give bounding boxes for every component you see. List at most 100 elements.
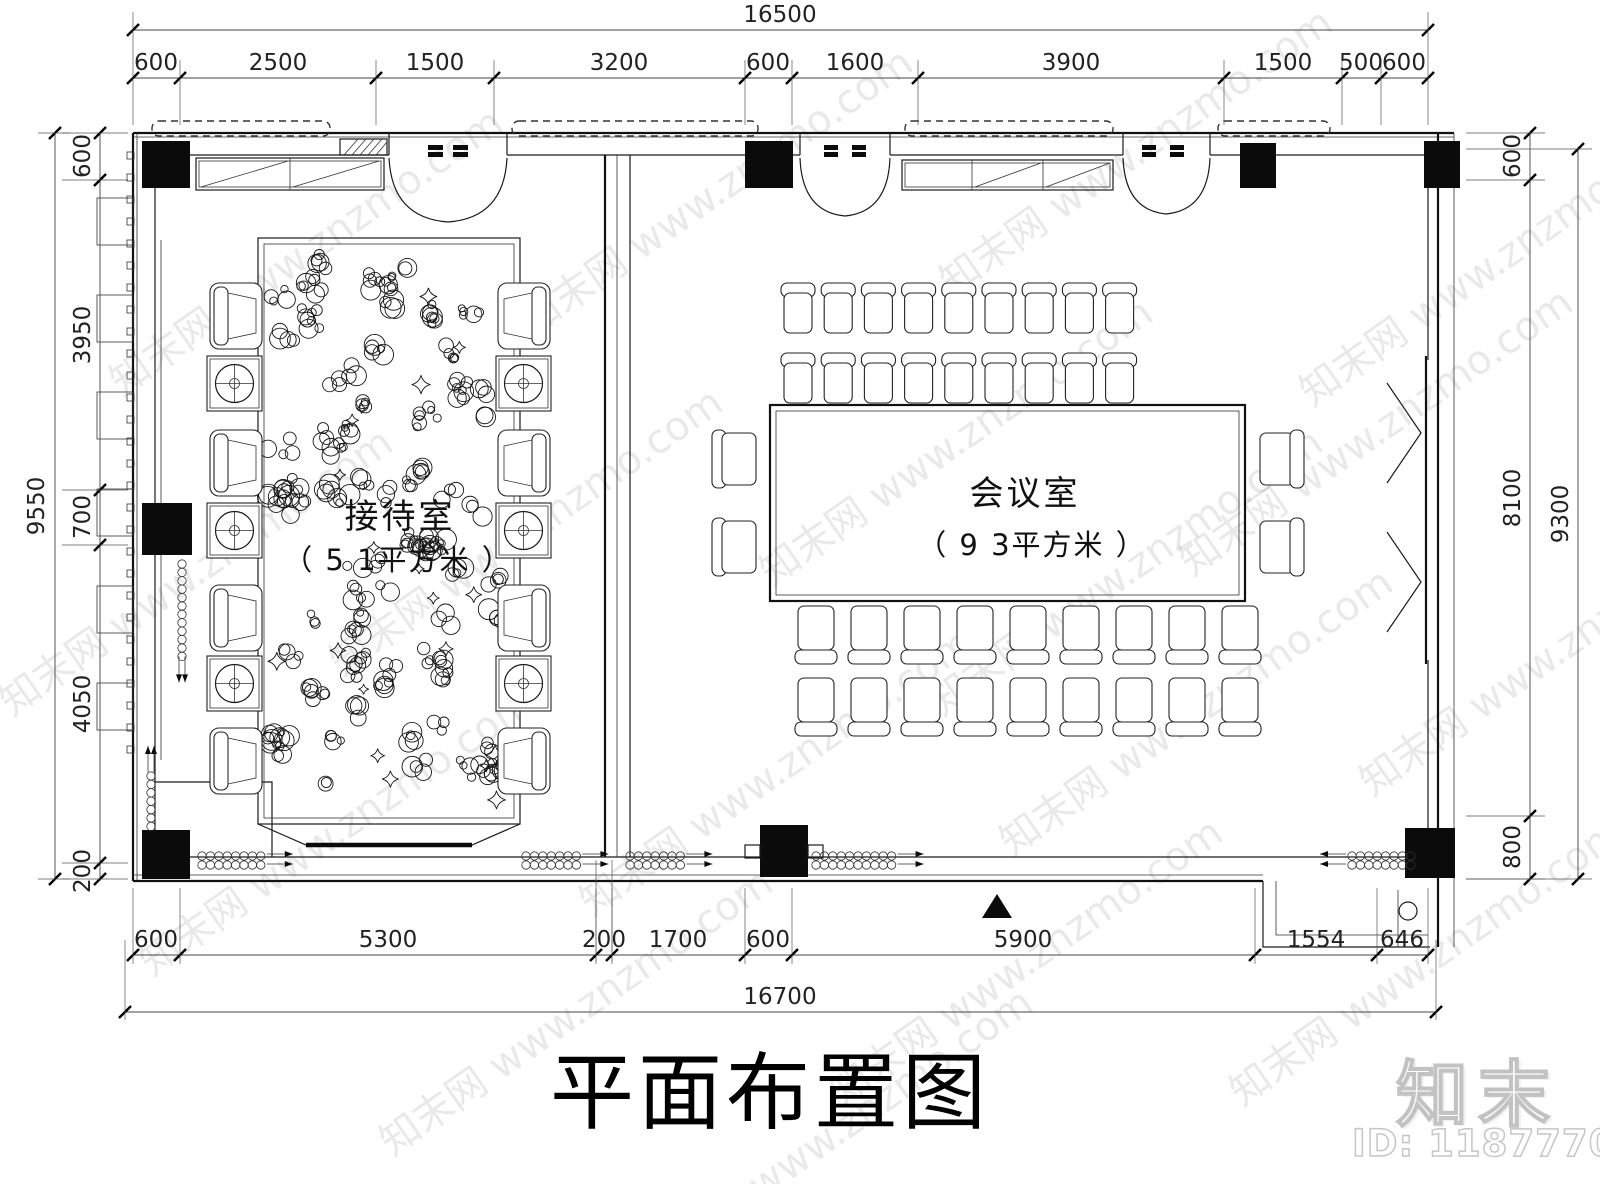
panel-dot bbox=[126, 459, 135, 468]
furniture-layer bbox=[206, 282, 1305, 795]
chair bbox=[1021, 282, 1057, 334]
radiator-coil bbox=[1320, 851, 1416, 870]
meeting-room-area: （ 9 3平方米 ） bbox=[917, 528, 1147, 562]
radiator-coil bbox=[145, 746, 157, 832]
dimension-label: 9550 bbox=[24, 477, 50, 536]
dimension-label: 500 bbox=[1339, 50, 1383, 76]
chair bbox=[900, 677, 944, 737]
column bbox=[760, 825, 808, 877]
armchair bbox=[209, 282, 263, 350]
chair bbox=[1102, 352, 1138, 404]
panel-dot bbox=[126, 327, 135, 336]
dimension-label: 4050 bbox=[70, 675, 96, 734]
chair bbox=[1006, 605, 1050, 665]
sideboard bbox=[901, 159, 1114, 191]
armchair bbox=[497, 727, 551, 795]
panel-dot bbox=[126, 503, 135, 512]
double-door bbox=[1122, 145, 1211, 215]
wall-fin bbox=[96, 197, 134, 246]
dimension-label: 600 bbox=[70, 134, 96, 178]
dimension-label: 2500 bbox=[249, 50, 308, 76]
armchair bbox=[497, 584, 551, 652]
wall-fin bbox=[96, 682, 134, 731]
column-ledge bbox=[744, 844, 761, 859]
column bbox=[1240, 143, 1276, 188]
panel-dot bbox=[126, 613, 135, 622]
panel-dot bbox=[126, 745, 135, 754]
chair bbox=[847, 677, 891, 737]
chair bbox=[1218, 677, 1262, 737]
side-table bbox=[206, 655, 263, 712]
dimension-label: 3950 bbox=[70, 306, 96, 365]
sideboard bbox=[195, 157, 385, 191]
decor-layer bbox=[96, 151, 1416, 870]
panel-dot bbox=[126, 701, 135, 710]
chair bbox=[1006, 677, 1050, 737]
chair bbox=[860, 352, 896, 404]
column bbox=[1405, 828, 1455, 878]
tables bbox=[257, 237, 1247, 848]
dimension-label: 200 bbox=[70, 849, 96, 893]
radiator-coil bbox=[811, 851, 924, 870]
dimension-label: 600 bbox=[1382, 50, 1426, 76]
panel-dot bbox=[126, 195, 135, 204]
wall-fin bbox=[96, 391, 134, 440]
panel-dot bbox=[126, 371, 135, 380]
chair bbox=[711, 429, 757, 489]
floor-drain bbox=[1398, 901, 1418, 921]
chair bbox=[711, 517, 757, 577]
wall-fin bbox=[96, 294, 134, 343]
panel-dot bbox=[126, 151, 135, 160]
column bbox=[142, 830, 190, 879]
panel-dot bbox=[126, 635, 135, 644]
chair bbox=[981, 352, 1017, 404]
doors bbox=[388, 145, 1211, 223]
panel-dot bbox=[126, 569, 135, 578]
reception-table bbox=[257, 237, 521, 848]
site-logo: 知末 bbox=[1395, 1052, 1561, 1138]
walls bbox=[131, 120, 1455, 948]
panel-dot bbox=[126, 283, 135, 292]
column-ledge bbox=[807, 844, 824, 859]
dimension-label: 1500 bbox=[406, 50, 465, 76]
recess-outline bbox=[1262, 881, 1430, 948]
armchair bbox=[497, 429, 551, 497]
dimension-label: 700 bbox=[70, 495, 96, 539]
chair bbox=[901, 282, 937, 334]
panel-dot bbox=[126, 415, 135, 424]
dimension-label: 16500 bbox=[743, 2, 816, 28]
side-table bbox=[206, 355, 263, 412]
drawing-title: 平面布置图 bbox=[549, 1044, 991, 1142]
chair bbox=[820, 352, 856, 404]
radiator-coil bbox=[521, 851, 609, 870]
chair bbox=[1112, 605, 1156, 665]
dimension-label: 600 bbox=[746, 927, 790, 953]
east-window-chevron-2 bbox=[1386, 531, 1422, 633]
plant-pattern bbox=[257, 248, 515, 810]
panel-dot bbox=[126, 437, 135, 446]
dimension-label: 1700 bbox=[649, 927, 708, 953]
side-table bbox=[495, 655, 552, 712]
dimension-label: 5300 bbox=[359, 927, 418, 953]
panel-dot bbox=[126, 305, 135, 314]
door-jambs bbox=[388, 133, 1211, 155]
reception-room-area: （ 5 1平方米 ） bbox=[283, 543, 513, 577]
east-window-chevron-1 bbox=[1386, 382, 1422, 484]
panel-dot bbox=[126, 393, 135, 402]
chair bbox=[1259, 517, 1305, 577]
panel-dot bbox=[126, 679, 135, 688]
chair bbox=[794, 605, 838, 665]
room-labels: 接待室 （ 5 1平方米 ） 会议室 （ 9 3平方米 ） bbox=[283, 474, 1147, 577]
side-table bbox=[495, 355, 552, 412]
panel-dot bbox=[126, 217, 135, 226]
panel-dot bbox=[126, 173, 135, 182]
chair bbox=[981, 282, 1017, 334]
dimension-label: 1500 bbox=[1254, 50, 1313, 76]
panel-dot bbox=[126, 261, 135, 270]
chair bbox=[1112, 677, 1156, 737]
conference-table bbox=[768, 403, 1247, 603]
reception-room-name: 接待室 bbox=[345, 497, 456, 537]
chair bbox=[1021, 352, 1057, 404]
hatched-wall bbox=[339, 138, 388, 156]
